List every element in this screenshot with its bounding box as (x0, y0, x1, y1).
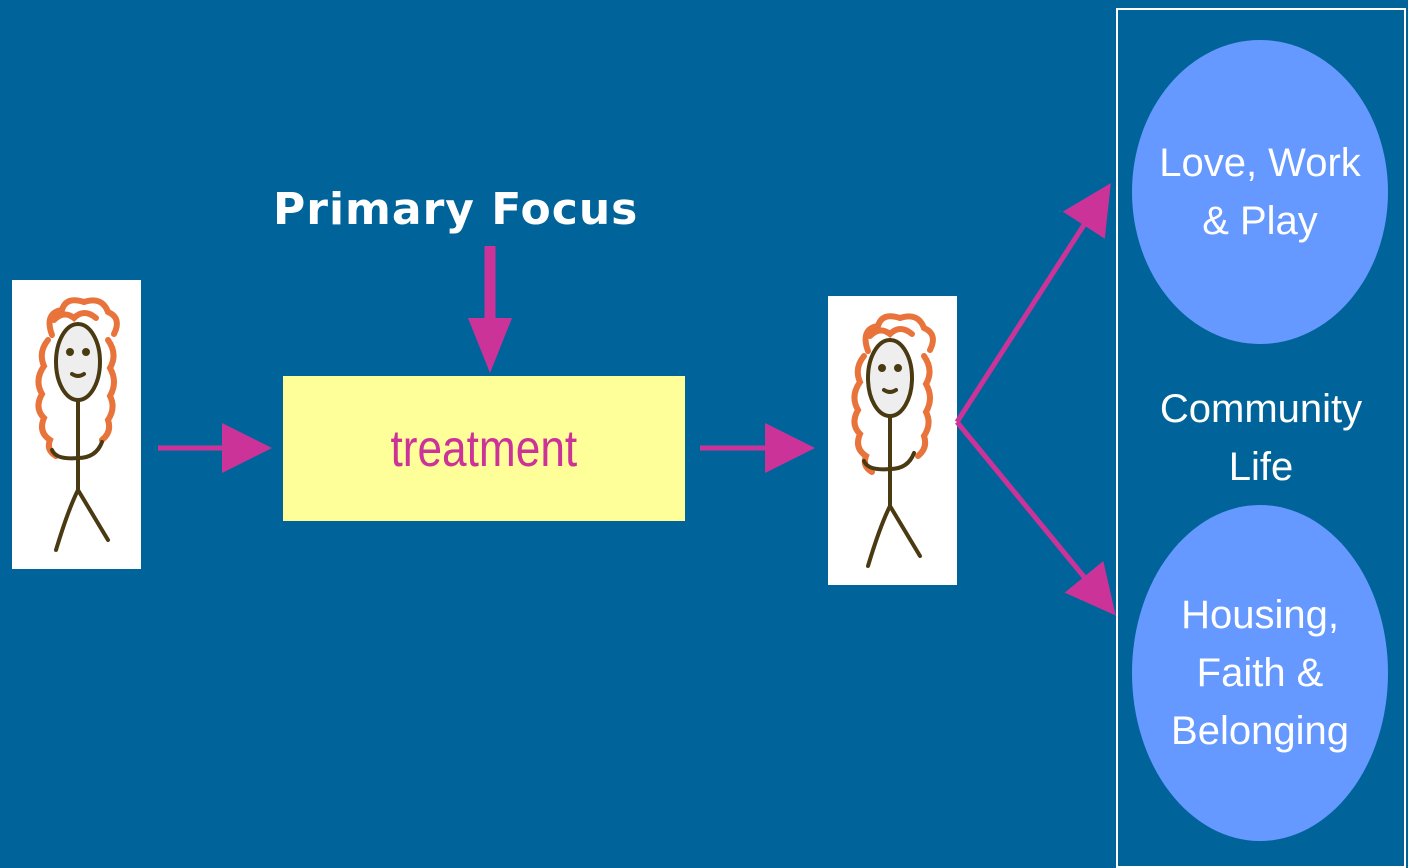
person-after-card (828, 296, 957, 585)
housing-faith-belonging-ellipse: Housing, Faith & Belonging (1132, 505, 1388, 841)
community-life-label: Community Life (1159, 387, 1363, 489)
love-work-play-label: Love, Work & Play (1159, 141, 1361, 243)
love-work-play-ellipse: Love, Work & Play (1132, 40, 1388, 344)
treatment-label: treatment (390, 419, 578, 478)
treatment-box: treatment (283, 376, 685, 521)
arrow-to-housing-faith (955, 420, 1116, 616)
person-before-card (12, 280, 141, 569)
primary-focus-title: Primary Focus (273, 184, 639, 235)
arrow-to-love-work-play (954, 183, 1111, 424)
stick-figure-before-icon (35, 297, 120, 552)
stick-figure-after-icon (851, 313, 936, 568)
housing-faith-belonging-label: Housing, Faith & Belonging (1171, 593, 1349, 753)
